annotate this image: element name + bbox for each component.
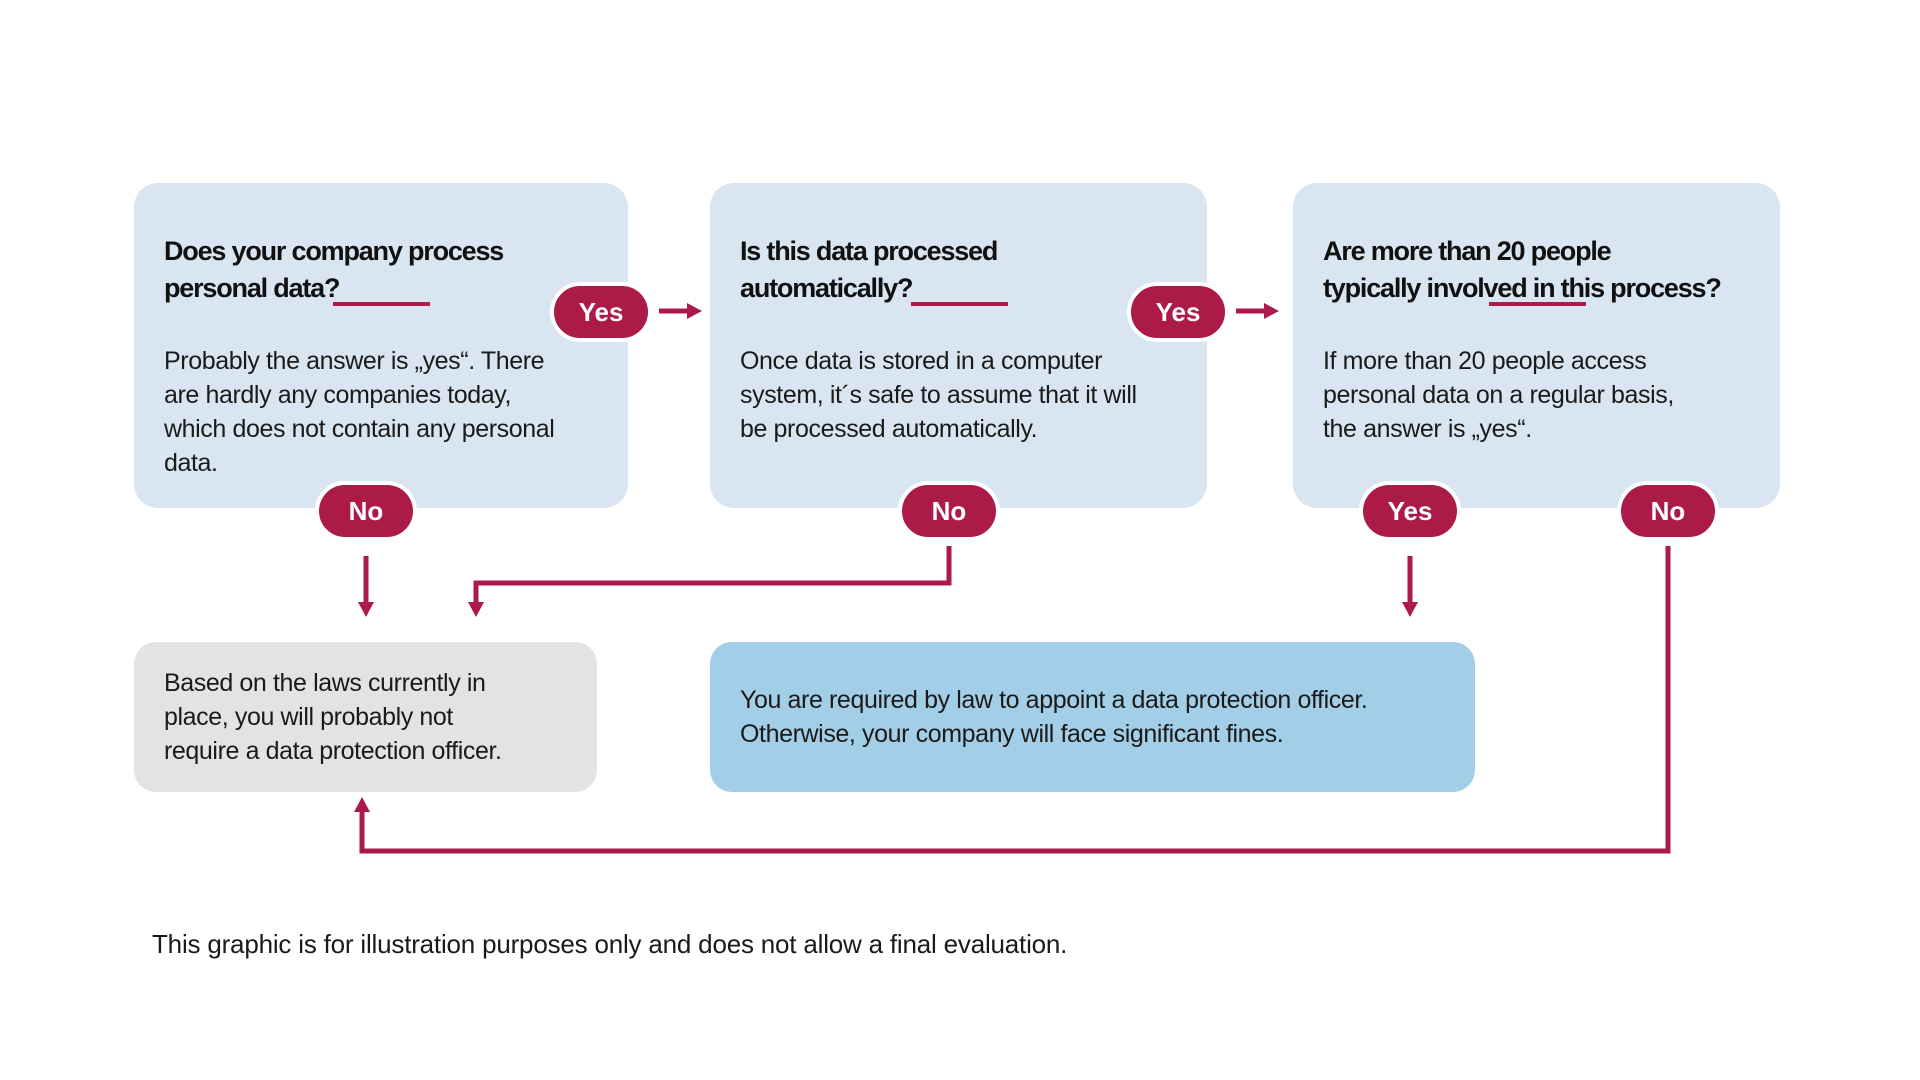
question-1-body-line: which does not contain any personal — [164, 415, 555, 443]
question-3-body: If more than 20 people access personal d… — [1323, 344, 1750, 446]
outcome-box-not-required: Based on the laws currently in place, yo… — [134, 642, 597, 792]
outcome-box-required: You are required by law to appoint a dat… — [710, 642, 1475, 792]
question-2-heading-line: Is this data processed — [740, 236, 998, 267]
question-1-body-line: are hardly any companies today, — [164, 381, 512, 409]
yes-badge-1: Yes — [550, 282, 652, 342]
question-box-1: Does your company process personal data?… — [134, 183, 628, 508]
no-badge-3: No — [1617, 481, 1719, 541]
question-3-body-line: personal data on a regular basis, — [1323, 381, 1674, 409]
question-2-body-line: Once data is stored in a computer — [740, 347, 1102, 375]
question-1-heading-line: personal data? — [164, 273, 340, 304]
question-2-heading: Is this data processed automatically? — [740, 233, 1177, 307]
question-box-2: Is this data processed automatically? On… — [710, 183, 1207, 508]
outcome-required-line: Otherwise, your company will face signif… — [740, 720, 1284, 748]
question-3-heading-line: typically involved in this process? — [1323, 273, 1722, 304]
connector-elbow-no-2 — [468, 546, 952, 617]
outcome-required-line: You are required by law to appoint a dat… — [740, 686, 1368, 714]
question-2-heading-line: automatically? — [740, 273, 913, 304]
outcome-not-required-line: Based on the laws currently in — [164, 669, 486, 697]
disclaimer-footnote: This graphic is for illustration purpose… — [152, 929, 1068, 959]
question-3-heading: Are more than 20 people typically involv… — [1323, 233, 1750, 307]
question-1-heading: Does your company process personal data? — [164, 233, 598, 307]
divider-line — [910, 302, 1008, 306]
question-2-body: Once data is stored in a computer system… — [740, 344, 1177, 446]
arrow-down-no-1 — [358, 556, 374, 617]
question-1-body: Probably the answer is „yes“. There are … — [164, 344, 598, 480]
question-1-body-line: Probably the answer is „yes“. There — [164, 347, 545, 375]
question-3-body-line: If more than 20 people access — [1323, 347, 1647, 375]
outcome-not-required-line: require a data protection officer. — [164, 737, 502, 765]
question-1-heading-line: Does your company process — [164, 236, 504, 267]
divider-line — [333, 302, 430, 306]
yes-badge-2: Yes — [1127, 282, 1229, 342]
no-badge-1: No — [315, 481, 417, 541]
arrow-down-yes-3 — [1402, 556, 1418, 617]
arrow-right-yes-1 — [659, 303, 702, 319]
no-badge-2: No — [898, 481, 1000, 541]
question-box-3: Are more than 20 people typically involv… — [1293, 183, 1780, 508]
divider-line — [1488, 302, 1586, 306]
question-2-body-line: be processed automatically. — [740, 415, 1038, 443]
arrow-right-yes-2 — [1236, 303, 1279, 319]
yes-badge-3: Yes — [1359, 481, 1461, 541]
question-2-body-line: system, it´s safe to assume that it will — [740, 381, 1137, 409]
question-1-body-line: data. — [164, 449, 218, 477]
question-3-heading-line: Are more than 20 people — [1323, 236, 1612, 267]
question-3-body-line: the answer is „yes“. — [1323, 415, 1532, 443]
outcome-not-required-line: place, you will probably not — [164, 703, 453, 731]
